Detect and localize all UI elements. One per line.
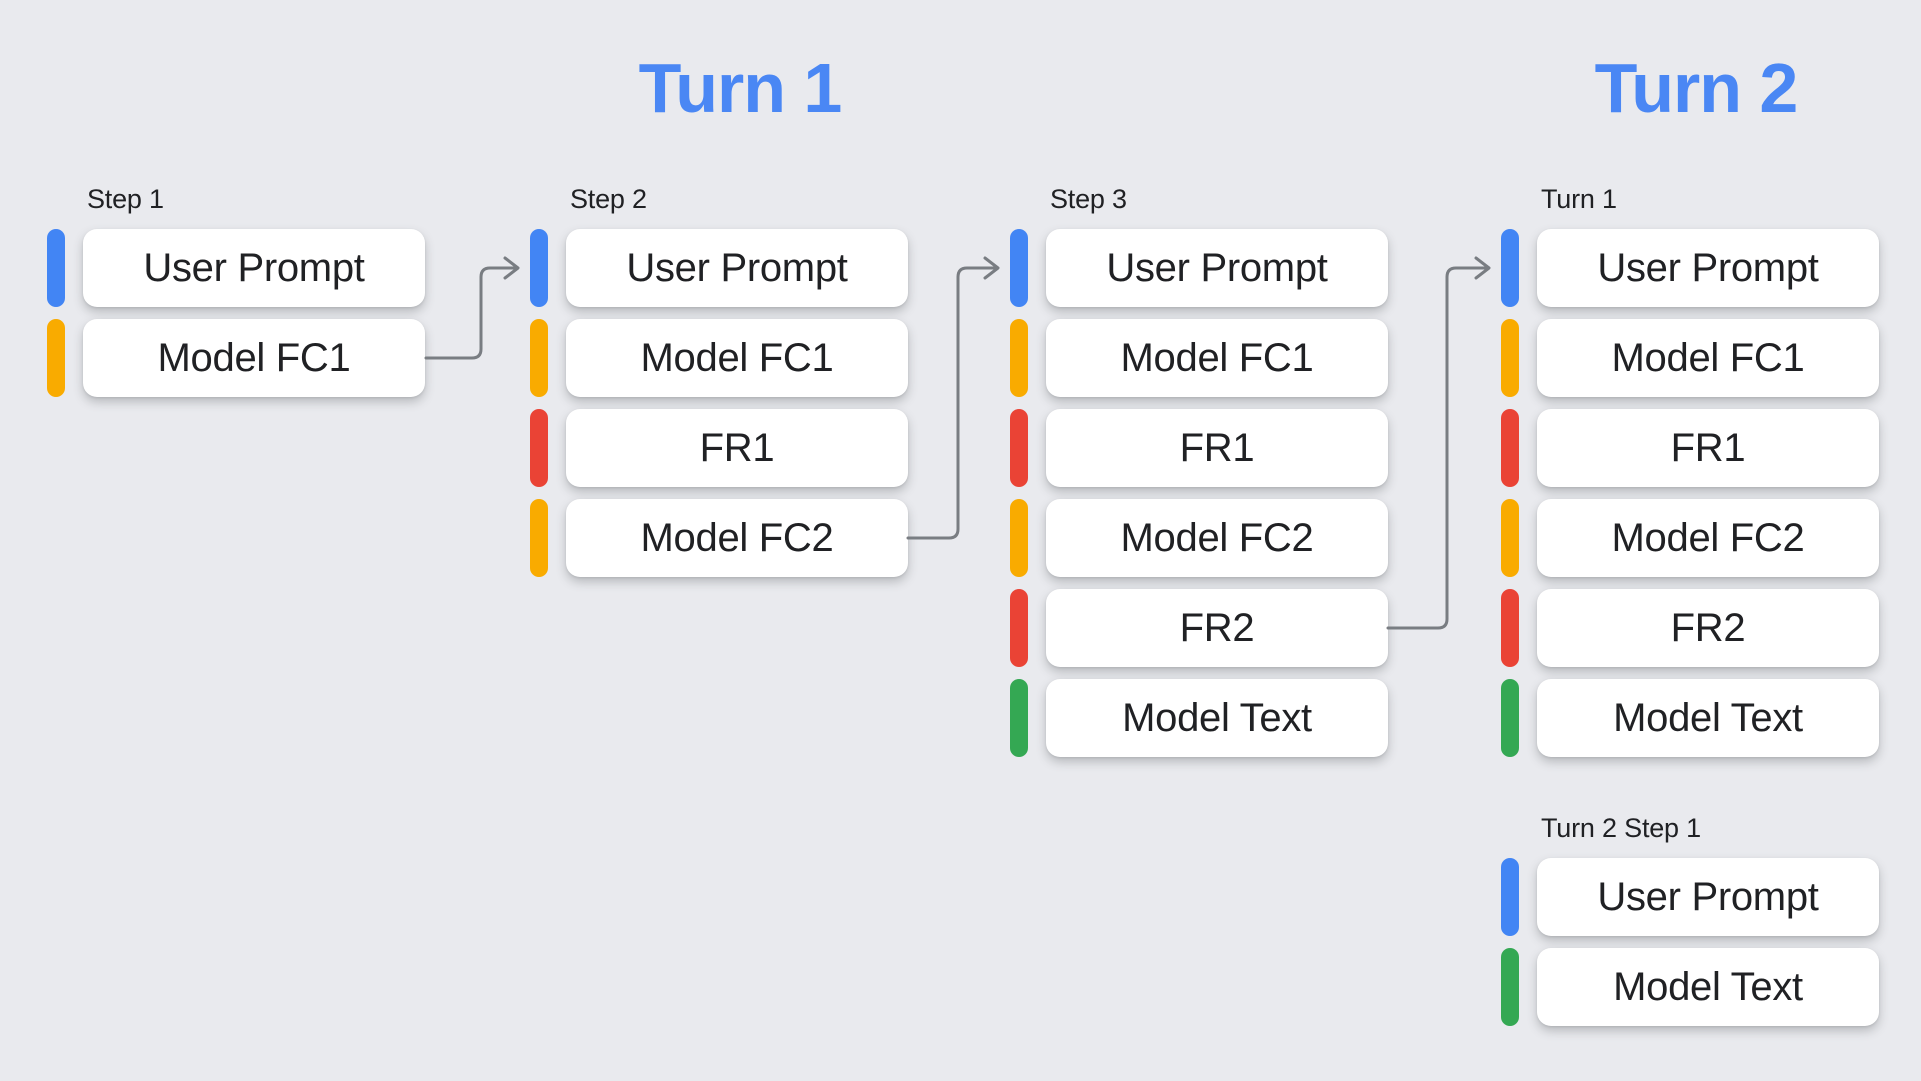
model-fc2-box: Model FC2 <box>566 499 908 577</box>
diagram-row: Model FC1 <box>47 319 425 397</box>
fr1-box: FR1 <box>1046 409 1388 487</box>
diagram-row: User Prompt <box>1501 229 1879 307</box>
fr2-box: FR2 <box>1046 589 1388 667</box>
diagram-row: Model FC1 <box>530 319 908 397</box>
turn-2-step-1-label: Turn 2 Step 1 <box>1541 813 1701 843</box>
turn-2-step-1-group: Turn 2 Step 1 User Prompt Model Text <box>1501 813 1879 1038</box>
arrow-step1-to-step2 <box>424 256 520 360</box>
box-label: FR1 <box>1179 425 1255 470</box>
diagram-row: FR1 <box>530 409 908 487</box>
user-prompt-bar <box>1010 229 1028 307</box>
step-1-column: Step 1 User Prompt Model FC1 <box>47 184 425 409</box>
diagram-row: Model FC1 <box>1010 319 1388 397</box>
model-text-box: Model Text <box>1046 679 1388 757</box>
model-fc1-box: Model FC1 <box>566 319 908 397</box>
fr1-bar <box>530 409 548 487</box>
diagram-row: Model Text <box>1501 948 1879 1026</box>
box-label: FR2 <box>1179 605 1255 650</box>
diagram-row: Model FC2 <box>530 499 908 577</box>
box-label: User Prompt <box>1106 245 1328 290</box>
user-prompt-bar <box>1501 229 1519 307</box>
diagram-row: User Prompt <box>1501 858 1879 936</box>
box-label: FR1 <box>699 425 775 470</box>
model-fc1-bar <box>530 319 548 397</box>
step-3-label: Step 3 <box>1050 184 1127 214</box>
step-2-label: Step 2 <box>570 184 647 214</box>
box-label: Model FC1 <box>157 335 351 380</box>
fr2-bar <box>1501 589 1519 667</box>
diagram-row: User Prompt <box>530 229 908 307</box>
model-fc2-bar <box>530 499 548 577</box>
box-label: User Prompt <box>1597 245 1819 290</box>
diagram-row: User Prompt <box>47 229 425 307</box>
model-text-bar <box>1010 679 1028 757</box>
box-label: Model Text <box>1613 964 1803 1009</box>
model-fc1-box: Model FC1 <box>1537 319 1879 397</box>
diagram-row: FR1 <box>1010 409 1388 487</box>
box-label: Model FC1 <box>1611 335 1805 380</box>
user-prompt-box: User Prompt <box>566 229 908 307</box>
diagram-row: Model FC2 <box>1010 499 1388 577</box>
diagram-row: Model Text <box>1501 679 1879 757</box>
user-prompt-bar <box>47 229 65 307</box>
model-fc2-box: Model FC2 <box>1046 499 1388 577</box>
box-label: Model Text <box>1613 695 1803 740</box>
diagram-row: FR2 <box>1010 589 1388 667</box>
user-prompt-box: User Prompt <box>1537 858 1879 936</box>
fr1-box: FR1 <box>566 409 908 487</box>
user-prompt-box: User Prompt <box>1046 229 1388 307</box>
box-label: FR1 <box>1670 425 1746 470</box>
box-label: User Prompt <box>626 245 848 290</box>
model-fc1-bar <box>1501 319 1519 397</box>
fr2-bar <box>1010 589 1028 667</box>
box-label: Model FC2 <box>1611 515 1805 560</box>
arrow-step3-to-turn1 <box>1386 256 1491 630</box>
model-fc1-box: Model FC1 <box>83 319 425 397</box>
diagram-row: Model Text <box>1010 679 1388 757</box>
model-fc1-bar <box>1010 319 1028 397</box>
fr2-box: FR2 <box>1537 589 1879 667</box>
fr1-bar <box>1501 409 1519 487</box>
model-fc2-bar <box>1010 499 1028 577</box>
model-fc1-box: Model FC1 <box>1046 319 1388 397</box>
model-fc2-box: Model FC2 <box>1537 499 1879 577</box>
diagram-row: Model FC1 <box>1501 319 1879 397</box>
diagram-row: Model FC2 <box>1501 499 1879 577</box>
model-fc1-bar <box>47 319 65 397</box>
turn-1-history-label: Turn 1 <box>1541 184 1617 214</box>
fr1-bar <box>1010 409 1028 487</box>
user-prompt-box: User Prompt <box>1537 229 1879 307</box>
box-label: Model FC2 <box>1120 515 1314 560</box>
step-2-column: Step 2 User Prompt Model FC1 FR1 Model F… <box>530 184 908 589</box>
box-label: FR2 <box>1670 605 1746 650</box>
box-label: User Prompt <box>143 245 365 290</box>
user-prompt-box: User Prompt <box>83 229 425 307</box>
user-prompt-bar <box>1501 858 1519 936</box>
user-prompt-bar <box>530 229 548 307</box>
diagram-row: User Prompt <box>1010 229 1388 307</box>
diagram-row: FR1 <box>1501 409 1879 487</box>
arrow-step2-to-step3 <box>906 256 1000 540</box>
box-label: Model Text <box>1122 695 1312 740</box>
box-label: User Prompt <box>1597 874 1819 919</box>
diagram-row: FR2 <box>1501 589 1879 667</box>
model-text-box: Model Text <box>1537 679 1879 757</box>
model-text-bar <box>1501 679 1519 757</box>
turn-1-title: Turn 1 <box>638 49 843 127</box>
fr1-box: FR1 <box>1537 409 1879 487</box>
box-label: Model FC1 <box>640 335 834 380</box>
step-1-label: Step 1 <box>87 184 164 214</box>
model-text-bar <box>1501 948 1519 1026</box>
turn-2-title: Turn 2 <box>1594 49 1799 127</box>
box-label: Model FC2 <box>640 515 834 560</box>
box-label: Model FC1 <box>1120 335 1314 380</box>
model-fc2-bar <box>1501 499 1519 577</box>
model-text-box: Model Text <box>1537 948 1879 1026</box>
step-3-column: Step 3 User Prompt Model FC1 FR1 Model F… <box>1010 184 1388 769</box>
turn-1-history-column: Turn 1 User Prompt Model FC1 FR1 Model F… <box>1501 184 1879 769</box>
